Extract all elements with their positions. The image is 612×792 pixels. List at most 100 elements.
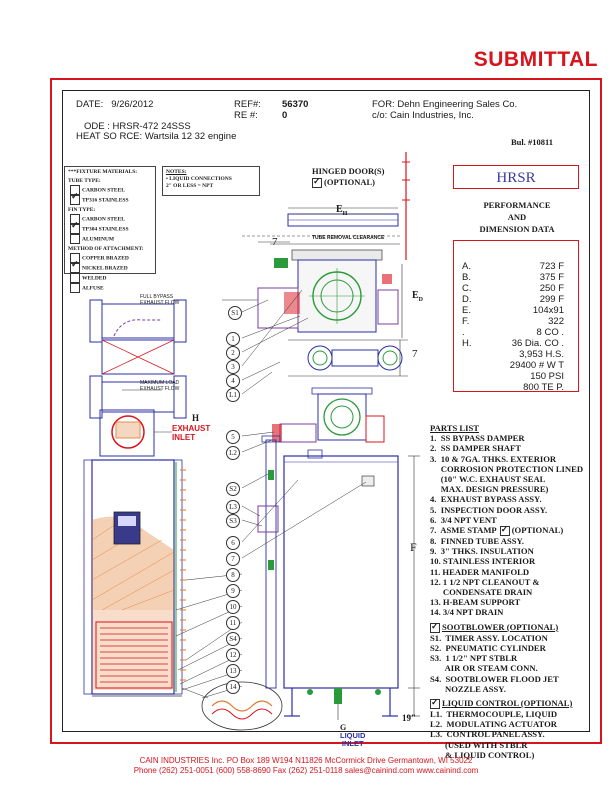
ref-value: 56370: [282, 99, 309, 110]
callout-bubble: 2: [226, 346, 240, 360]
parts-item: 9. 3" THKS. INSULATION: [430, 546, 534, 557]
inner-frame: [62, 90, 590, 732]
model-value: HRSR-472 24SSS: [112, 121, 191, 132]
tube-type-heading: TUBE TYPE:: [68, 178, 101, 184]
attach-checkbox-2[interactable]: [70, 273, 80, 283]
callout-bubble: L3: [226, 500, 240, 514]
callout-bubble: S1: [228, 306, 242, 320]
perf-value: 375 F: [539, 272, 564, 283]
attach-checkbox-1[interactable]: [70, 261, 80, 273]
callout-bubble: S2: [226, 482, 240, 496]
perf-value: 299 F: [539, 294, 564, 305]
parts-item: 2. SS DAMPER SHAFT: [430, 443, 521, 454]
notes-box: NOTES: • LIQUID CONNECTIONS 2" OR LESS =…: [162, 166, 260, 196]
perf-row: 800 TE P.: [462, 382, 578, 393]
materials-heading: ***FIXTURE MATERIALS:: [68, 169, 138, 175]
sootblower-item: S4. SOOTBLOWER FLOOD JET: [430, 673, 559, 684]
for-value: Dehn Engineering Sales Co.: [397, 99, 518, 110]
liquid-control-heading-row: LIQUID CONTROL (OPTIONAL): [430, 697, 600, 709]
sootblower-item: S2. PNEUMATIC CYLINDER: [430, 642, 546, 653]
perf-row: H.36 Dia. CO .: [462, 338, 578, 349]
perf-key: E.: [462, 305, 471, 316]
perf-key: [462, 360, 484, 371]
dim-19: 19": [402, 713, 416, 723]
callout-bubble: S3: [226, 514, 240, 528]
fixture-materials-box: ***FIXTURE MATERIALS: TUBE TYPE: CARBON …: [64, 166, 156, 293]
parts-item: 3. 10 & 7GA. THKS. EXTERIOR: [430, 453, 557, 464]
perf-value: 36 Dia. CO .: [511, 338, 564, 349]
sootblower-item: AIR OR STEAM CONN.: [430, 663, 538, 674]
parts-item: 12. 1 1/2 NPT CLEANOUT &: [430, 576, 540, 587]
top-view: [222, 152, 410, 377]
dim-f: F: [410, 540, 417, 554]
perf-key: [462, 349, 484, 360]
perf-value: 150 PSI: [530, 371, 564, 382]
fin-checkbox-1[interactable]: [70, 222, 80, 234]
parts-item: MAX. DESIGN PRESSURE): [430, 484, 549, 495]
callout-bubble: L1: [226, 388, 240, 402]
parts-heading: PARTS LIST: [430, 423, 479, 433]
callout-bubble: L2: [226, 446, 240, 460]
perf-value: 800 TE P.: [523, 382, 564, 393]
perf-row: C.250 F: [462, 283, 578, 294]
perf-row: B. 375 F: [462, 272, 578, 283]
perf-value: 723 F: [539, 261, 564, 272]
bulletin-number: Bul. #10811: [511, 137, 554, 147]
notes-heading: NOTES:: [166, 169, 187, 175]
sootblower-item: S1. TIMER ASSY. LOCATION: [430, 632, 548, 643]
attach-heading: METHOD OF ATTACHMENT:: [68, 246, 144, 252]
perf-key: [462, 382, 484, 393]
perf-key: F.: [462, 316, 470, 327]
perf-row: 29400 # W T: [462, 360, 578, 371]
attach-item: NICKEL BRAZED: [68, 261, 152, 273]
heat-source-value: Wartsila 12 32 engine: [144, 131, 237, 142]
perf-key: C.: [462, 283, 472, 294]
perf-key: A.: [462, 261, 471, 272]
liquid-control-checkbox[interactable]: [430, 697, 440, 709]
attach-checkbox-3[interactable]: [70, 283, 80, 293]
dim-g: G: [340, 723, 347, 732]
callout-bubble: 13: [226, 664, 240, 678]
sootblower-checkbox[interactable]: [430, 621, 440, 633]
perf-value: 3,953 H.S.: [519, 349, 564, 360]
performance-data-box: [453, 240, 579, 392]
callout-bubble: S4: [226, 632, 240, 646]
perf-row: F.322: [462, 316, 578, 327]
footer-contact: Phone (262) 251-0051 (600) 558-8690 Fax …: [133, 766, 479, 775]
perf-key: B.: [462, 272, 471, 283]
callout-bubble: 11: [226, 616, 240, 630]
tube-item: TP316 STAINLESS: [68, 193, 152, 205]
perf-title-line-2: AND: [507, 212, 527, 222]
sootblower-item: NOZZLE ASSY.: [430, 683, 506, 694]
perf-row: 150 PSI: [462, 371, 578, 382]
fin-checkbox-2[interactable]: [70, 234, 80, 244]
outer-red-frame: [50, 78, 602, 744]
exhaust-inlet-view: [99, 409, 172, 457]
liquid-control-item: L3. CONTROL PANEL ASSY.: [430, 729, 545, 740]
parts-item: 8. FINNED TUBE ASSY.: [430, 536, 525, 547]
tube-checkbox-1[interactable]: [70, 193, 80, 205]
perf-key: .: [462, 327, 465, 338]
asme-stamp-checkbox[interactable]: [499, 524, 510, 537]
attach-item: WELDED: [68, 273, 152, 283]
liquid-control-item: L2. MODULATING ACTUATOR: [430, 719, 558, 730]
hinged-door-checkbox[interactable]: [312, 176, 322, 189]
hinged-door-optional: (OPTIONAL): [312, 176, 375, 189]
dim-ed: ED: [412, 290, 424, 303]
callout-bubble: 6: [226, 536, 240, 550]
sootblower-heading-row: SOOTBLOWER (OPTIONAL): [430, 621, 600, 633]
parts-item: 1. SS BYPASS DAMPER: [430, 433, 525, 444]
footer-address: CAIN INDUSTRIES Inc. PO Box 189 W194 N11…: [139, 756, 473, 765]
perf-title-line-1: PERFORMANCE: [483, 200, 551, 210]
heat-source-row: HEAT SO RCE: Wartsila 12 32 engine: [76, 131, 236, 142]
callout-bubble: 14: [226, 680, 240, 694]
for-row: FOR: Dehn Engineering Sales Co.: [372, 99, 517, 110]
liquid-control-item: (USED WITH STBLR: [430, 739, 528, 750]
dim-7-top: 7: [272, 236, 278, 248]
liquid-control-item: L1. THERMOCOUPLE, LIQUID: [430, 708, 558, 719]
